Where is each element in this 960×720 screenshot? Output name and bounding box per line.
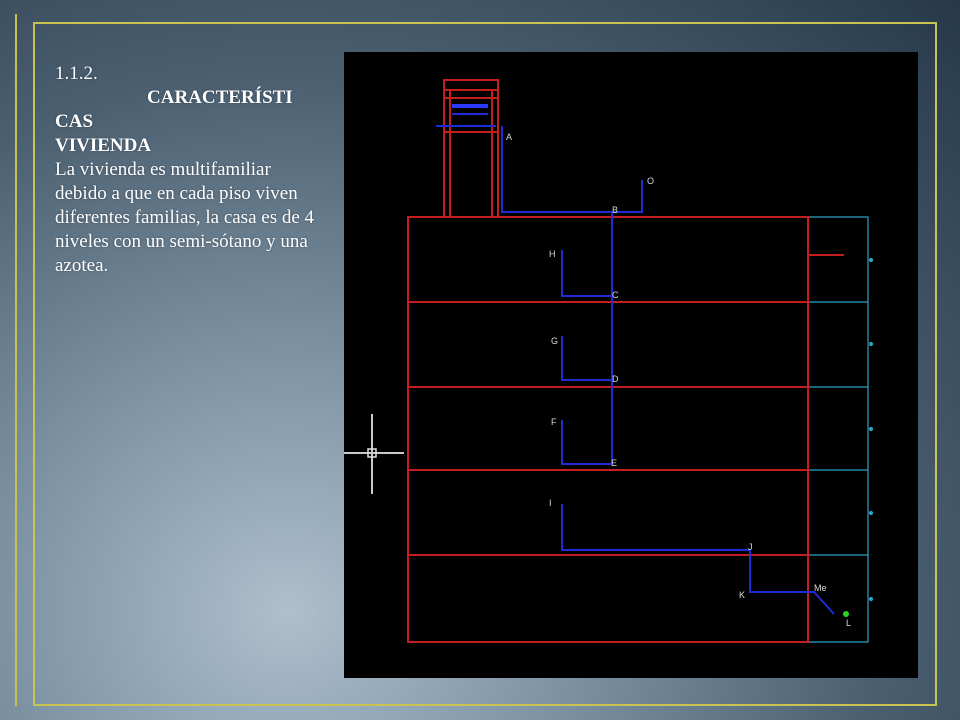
label-d: D <box>612 374 619 384</box>
label-j: J <box>748 542 753 552</box>
label-me: Me <box>814 583 827 593</box>
label-g: G <box>551 336 558 346</box>
label-a: A <box>506 132 512 142</box>
title-part-3: VIVIENDA <box>55 135 152 156</box>
left-rule <box>15 14 17 706</box>
label-b: B <box>612 205 618 215</box>
slide-frame <box>33 22 937 706</box>
cad-drawing: A O B H C G D F E I J K Me L <box>344 52 918 678</box>
title-part-2: CAS <box>55 111 94 132</box>
section-number: 1.1.2. <box>55 63 98 84</box>
label-c: C <box>612 290 619 300</box>
label-h: H <box>549 249 556 259</box>
water-piping <box>436 104 835 615</box>
label-o: O <box>647 176 654 186</box>
description-text: La vivienda es multifamiliar debido a qu… <box>55 159 315 276</box>
label-e: E <box>611 458 617 468</box>
label-i: I <box>549 498 552 508</box>
water-meter-icon <box>843 611 849 617</box>
cad-drawing-svg: A O B H C G D F E I J K Me L <box>407 79 874 643</box>
label-k: K <box>739 590 745 600</box>
label-l: L <box>846 618 851 628</box>
dimension-lines <box>808 216 874 643</box>
crosshair-cursor-icon <box>344 414 404 494</box>
title-part-1: CARACTERÍSTI <box>147 87 293 108</box>
label-f: F <box>551 417 557 427</box>
building-structure <box>407 79 844 643</box>
slide-text: 1.1.2. CARACTERÍSTI CAS VIVIENDA La vivi… <box>55 62 315 278</box>
